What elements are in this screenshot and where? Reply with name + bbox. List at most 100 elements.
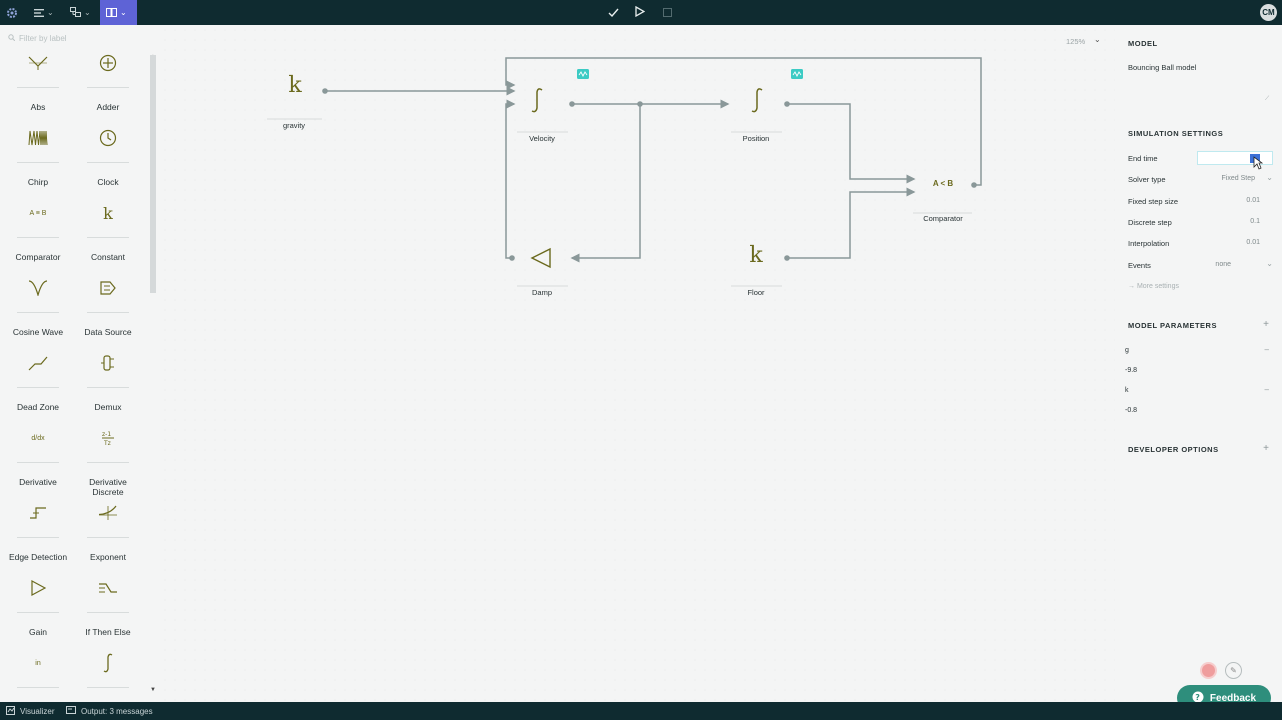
visualizer-label: Visualizer	[20, 707, 55, 716]
wire[interactable]	[787, 187, 916, 259]
inport-icon: in	[35, 659, 41, 667]
library-block-if-then-else[interactable]: If Then Else	[73, 561, 143, 637]
block-label: Cosine Wave	[12, 327, 64, 337]
setting-value[interactable]: Fixed Step	[1221, 175, 1255, 182]
scroll-down-icon[interactable]: ▼	[150, 687, 156, 693]
chevron-down-icon[interactable]: ⌄	[1266, 259, 1273, 268]
gravity-block[interactable]: k	[288, 73, 302, 98]
setting-solver-type[interactable]: Solver type Fixed Step ⌄	[1128, 173, 1273, 187]
setting-discrete-step[interactable]: Discrete step 0.1	[1128, 216, 1273, 230]
check-button[interactable]	[608, 0, 619, 25]
chevron-down-icon[interactable]: ⌄	[1094, 35, 1101, 44]
library-block-constant[interactable]: k Constant	[73, 186, 143, 262]
visualize-marker[interactable]	[791, 69, 803, 79]
svg-text:?: ?	[1195, 693, 1200, 702]
models-menu-button[interactable]: ⌄	[64, 0, 97, 25]
param-value[interactable]: -9.8	[1125, 367, 1138, 374]
setting-value[interactable]: 0.01	[1246, 197, 1260, 204]
integrator-icon	[531, 88, 543, 113]
param-name[interactable]: k	[1125, 387, 1129, 394]
wire[interactable]	[505, 57, 982, 186]
book-icon	[106, 4, 117, 22]
library-block-inport[interactable]: in	[3, 636, 73, 698]
library-block-edge-detection[interactable]: Edge Detection	[3, 486, 73, 562]
param-value[interactable]: -0.8	[1125, 407, 1138, 414]
run-simulation-button[interactable]	[635, 0, 646, 25]
damp-block[interactable]	[530, 247, 552, 274]
more-settings-link[interactable]: → More settings	[1128, 283, 1179, 290]
gain-icon	[15, 565, 61, 611]
floor-block[interactable]: k	[749, 243, 763, 268]
block-label: Constant	[90, 252, 126, 262]
expand-developer-options-icon[interactable]: +	[1263, 443, 1269, 454]
help-icon: ?	[1192, 691, 1204, 706]
main-menu-button[interactable]: ⌄	[28, 0, 60, 25]
setting-value[interactable]: 0.1	[1250, 218, 1260, 225]
position-block[interactable]	[750, 87, 764, 118]
param-name[interactable]: g	[1125, 347, 1129, 354]
setting-end-time: End time	[1128, 152, 1273, 166]
library-block-exponent[interactable]: Exponent	[73, 486, 143, 562]
output-icon	[66, 706, 76, 716]
add-parameter-icon[interactable]: +	[1263, 319, 1269, 330]
feedback-label: Feedback	[1209, 692, 1257, 704]
visualize-marker[interactable]	[577, 69, 589, 79]
wire[interactable]	[787, 103, 916, 184]
velocity-block[interactable]	[530, 87, 544, 118]
comparator-block[interactable]: A < B	[932, 179, 954, 188]
cosine-icon	[15, 265, 61, 311]
library-block-dead-zone[interactable]: Dead Zone	[3, 336, 73, 412]
output-button[interactable]: Output: 3 messages	[66, 706, 153, 716]
chevron-down-icon[interactable]: ⌄	[1266, 173, 1273, 182]
more-settings-label: More settings	[1136, 283, 1179, 290]
setting-value[interactable]: none	[1215, 261, 1231, 268]
library-block-clock[interactable]: Clock	[73, 111, 143, 187]
velocity-label: Velocity	[529, 134, 555, 143]
wire[interactable]	[505, 99, 516, 259]
block-label: Abs	[30, 102, 46, 112]
remove-parameter-icon[interactable]: –	[1264, 345, 1269, 354]
setting-events[interactable]: Events none ⌄	[1128, 259, 1273, 273]
wire[interactable]	[570, 104, 641, 263]
chevron-down-icon: ⌄	[47, 8, 54, 17]
search-placeholder[interactable]: Filter by label	[19, 34, 67, 43]
setting-value[interactable]: 0.01	[1246, 239, 1260, 246]
user-avatar[interactable]: CM	[1260, 4, 1277, 21]
library-block-data-source[interactable]: Data Source	[73, 261, 143, 337]
setting-fixed-step-size[interactable]: Fixed step size 0.01	[1128, 195, 1273, 209]
visualizer-icon	[6, 706, 15, 717]
remove-parameter-icon[interactable]: –	[1264, 385, 1269, 394]
model-canvas[interactable]: 125% ⌄	[160, 25, 1115, 702]
library-block-chirp[interactable]: Chirp	[3, 111, 73, 187]
app-logo-icon[interactable]	[0, 0, 24, 25]
data-source-icon	[85, 265, 131, 311]
library-block-comparator[interactable]: A ≡ B Comparator	[3, 186, 73, 263]
visualizer-button[interactable]: Visualizer	[6, 706, 55, 717]
library-scrollbar[interactable]	[150, 55, 156, 293]
block-label: Exponent	[90, 552, 126, 562]
library-menu-button[interactable]: ⌄	[100, 0, 137, 25]
library-block-gain[interactable]: Gain	[3, 561, 73, 637]
library-block-derivative[interactable]: d/dx Derivative	[3, 411, 73, 487]
library-block-integrator[interactable]	[73, 636, 143, 698]
clock-icon	[85, 115, 131, 161]
block-label: Dead Zone	[16, 402, 60, 412]
model-description-field[interactable]: Bouncing Ball model	[1128, 63, 1197, 72]
hamburger-icon	[34, 4, 44, 22]
record-button[interactable]	[1200, 662, 1217, 679]
library-search[interactable]: Filter by label	[8, 34, 67, 43]
play-icon	[635, 4, 646, 22]
developer-options-title: DEVELOPER OPTIONS	[1128, 445, 1219, 454]
library-block-abs[interactable]: Abs	[3, 36, 73, 112]
block-label: Clock	[97, 177, 119, 187]
stop-button[interactable]	[663, 0, 672, 25]
check-icon	[608, 4, 619, 22]
zoom-level[interactable]: 125%	[1066, 37, 1086, 46]
resize-handle-icon[interactable]: ⟋	[1265, 96, 1270, 102]
pencil-icon[interactable]: ✎	[1225, 662, 1242, 679]
library-block-adder[interactable]: Adder	[73, 36, 143, 112]
library-block-demux[interactable]: Demux	[73, 336, 143, 412]
setting-interpolation[interactable]: Interpolation 0.01	[1128, 237, 1273, 251]
library-block-cosine-wave[interactable]: Cosine Wave	[3, 261, 73, 337]
